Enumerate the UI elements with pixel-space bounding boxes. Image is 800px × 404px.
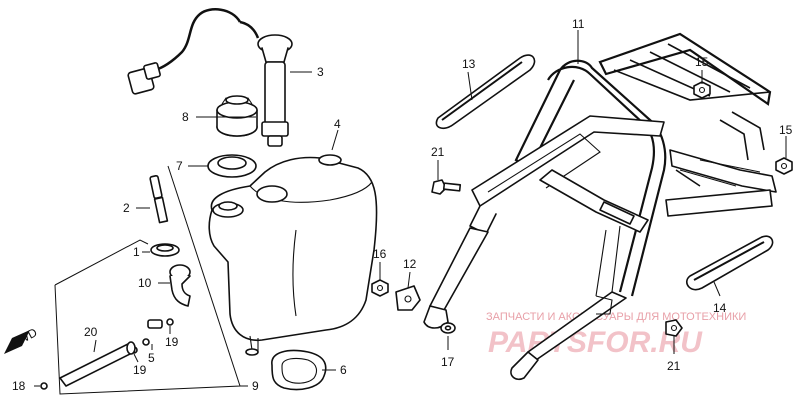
part-10-elbow-hose <box>169 264 191 307</box>
watermark-tagline: ЗАПЧАСТИ И АКСЕССУАРЫ ДЛЯ МОТОТЕХНИКИ <box>486 311 746 323</box>
callout-8: 8 <box>182 110 189 124</box>
part-20-hose <box>59 341 136 387</box>
callout-7: 7 <box>176 159 183 173</box>
part-9-group-outline <box>54 165 241 395</box>
fwd-label: FWD <box>9 325 40 350</box>
part-16-nut <box>371 279 389 297</box>
callout-21-right: 21 <box>667 359 681 373</box>
part-8-cap <box>216 95 258 137</box>
callout-17: 17 <box>441 355 455 369</box>
callout-11: 11 <box>572 17 585 31</box>
part-7-seal <box>207 154 257 178</box>
part-15-nut-right <box>775 157 793 175</box>
callout-16: 16 <box>373 247 387 261</box>
callout-1: 1 <box>133 245 140 259</box>
callout-6: 6 <box>340 363 347 377</box>
callout-15-upper: 15 <box>695 55 709 69</box>
part-5-joint <box>142 319 163 346</box>
callout-15-right: 15 <box>779 123 793 137</box>
leader-lines <box>34 30 787 387</box>
callout-numbers: 3 8 7 4 2 1 10 5 19 19 20 6 9 18 11 13 1… <box>12 17 793 393</box>
part-13-reflector <box>435 54 536 130</box>
callout-21-left: 21 <box>431 145 445 159</box>
part-2-bolt <box>149 174 169 224</box>
callout-18: 18 <box>12 379 26 393</box>
fwd-arrow-icon: FWD <box>4 325 40 354</box>
callout-20: 20 <box>84 325 98 339</box>
part-14-reflector <box>686 235 774 291</box>
callout-5: 5 <box>148 351 155 365</box>
callout-3: 3 <box>317 65 324 79</box>
callout-9: 9 <box>252 379 259 393</box>
callout-13: 13 <box>462 57 476 71</box>
callout-14: 14 <box>713 301 727 315</box>
part-12-bracket <box>395 285 421 311</box>
callout-4: 4 <box>334 117 341 131</box>
part-15-nut-upper <box>693 81 711 99</box>
callout-19-left: 19 <box>133 363 147 377</box>
part-17-washer <box>440 322 456 334</box>
part-1-clip <box>150 243 180 257</box>
callout-19-right: 19 <box>165 335 179 349</box>
part-6-gasket <box>271 349 327 391</box>
part-18-clip <box>40 382 48 390</box>
callout-2: 2 <box>123 201 130 215</box>
part-4-tank <box>208 154 378 356</box>
part-21-bolt-left <box>431 179 462 195</box>
part-3-level-gauge <box>127 8 293 147</box>
callout-12: 12 <box>403 257 417 271</box>
callout-10: 10 <box>138 276 152 290</box>
part-21-bolt-right <box>665 319 683 337</box>
